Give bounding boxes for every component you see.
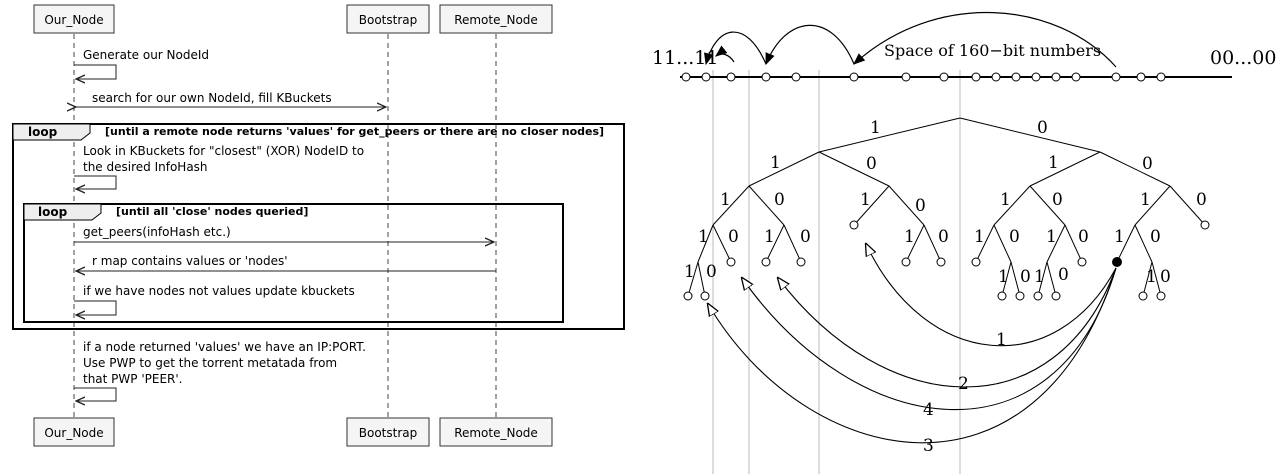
query-arrows [708, 244, 1117, 444]
svg-text:0: 0 [938, 227, 949, 247]
left-end-label: 11...11 [652, 47, 718, 69]
self-arrow-pwp [74, 387, 117, 401]
svg-text:1: 1 [974, 227, 985, 247]
space-title: Space of 160−bit numbers [884, 41, 1101, 60]
svg-text:0: 0 [728, 227, 739, 247]
svg-text:Our_Node: Our_Node [44, 426, 103, 440]
top-hop-arcs [704, 12, 1117, 68]
svg-text:0: 0 [1058, 265, 1069, 285]
guide-lines [712, 70, 961, 474]
svg-text:1: 1 [1146, 267, 1157, 287]
svg-text:loop: loop [28, 125, 58, 139]
svg-text:1: 1 [684, 262, 695, 282]
msg-r-map: r map contains values or 'nodes' [92, 254, 288, 268]
svg-text:Remote_Node: Remote_Node [454, 13, 538, 27]
svg-text:0: 0 [866, 154, 877, 174]
right-end-label: 00...00 [1210, 47, 1276, 69]
leaf-nodes [683, 220, 1210, 301]
svg-text:Bootstrap: Bootstrap [359, 426, 417, 440]
svg-text:1: 1 [870, 118, 881, 138]
self-arrow-generate [74, 64, 117, 79]
our-node-marker [1112, 257, 1122, 267]
svg-text:1: 1 [1048, 153, 1059, 173]
participant-remote-node-bottom: Remote_Node [439, 417, 553, 447]
svg-text:0: 0 [1196, 190, 1207, 210]
number-line-points [681, 72, 1166, 82]
outer-loop-frame: loop [until a remote node returns 'value… [12, 123, 625, 330]
msg-generate-nodeid: Generate our NodeId [83, 48, 209, 62]
query-arrow-3 [708, 267, 1117, 444]
query-arrow-4 [742, 267, 1117, 411]
svg-text:0: 0 [1142, 154, 1153, 174]
participant-bootstrap-top: Bootstrap [346, 4, 430, 34]
participant-remote-node-top: Remote_Node [439, 4, 553, 34]
svg-text:0: 0 [1037, 118, 1048, 138]
svg-text:Bootstrap: Bootstrap [359, 13, 417, 27]
svg-text:0: 0 [1160, 267, 1171, 287]
svg-text:1: 1 [1114, 227, 1125, 247]
svg-text:0: 0 [774, 190, 785, 210]
participant-our-node-top: Our_Node [33, 4, 115, 34]
svg-text:1: 1 [1046, 227, 1057, 247]
svg-text:0: 0 [1052, 190, 1063, 210]
svg-text:0: 0 [1078, 227, 1089, 247]
msg-get-peers: get_peers(infoHash etc.) [83, 225, 231, 239]
svg-text:1: 1 [998, 267, 1009, 287]
msg-search-own-nodeid: search for our own NodeId, fill KBuckets [92, 91, 332, 105]
inner-loop-condition: [until all 'close' nodes queried] [116, 205, 308, 218]
msg-node-returned-3: that PWP 'PEER'. [83, 372, 183, 386]
sequence-diagram: Our_Node Bootstrap Remote_Node Our_Node … [12, 4, 625, 447]
svg-text:0: 0 [706, 262, 717, 282]
svg-text:1: 1 [1034, 267, 1045, 287]
query-label-2: 2 [958, 374, 969, 394]
query-label-3: 3 [923, 436, 934, 456]
svg-text:0: 0 [1009, 227, 1020, 247]
query-label-4: 4 [923, 400, 934, 420]
svg-text:0: 0 [800, 227, 811, 247]
query-arrow-1 [866, 244, 1117, 347]
msg-update-kbuckets: if we have nodes not values update kbuck… [83, 284, 355, 298]
msg-look-in-kbuckets-2: the desired InfoHash [83, 160, 208, 174]
svg-text:1: 1 [1000, 190, 1011, 210]
participant-our-node-bottom: Our_Node [33, 417, 115, 447]
query-label-1: 1 [996, 330, 1007, 350]
svg-text:1: 1 [764, 227, 775, 247]
svg-text:1: 1 [904, 227, 915, 247]
bit-labels: 1 0 1 0 1 0 1 0 1 0 1 0 1 0 1 0 1 0 1 0 … [684, 118, 1207, 287]
self-arrow-update [74, 300, 117, 315]
svg-text:0: 0 [1150, 227, 1161, 247]
msg-node-returned-2: Use PWP to get the torrent metatada from [83, 356, 337, 370]
outer-loop-condition: [until a remote node returns 'values' fo… [105, 125, 604, 138]
svg-text:1: 1 [720, 190, 731, 210]
tree-edges [687, 117, 1206, 297]
svg-text:1: 1 [698, 227, 709, 247]
svg-text:0: 0 [1020, 267, 1031, 287]
participant-bootstrap-bottom: Bootstrap [346, 417, 430, 447]
msg-look-in-kbuckets-1: Look in KBuckets for "closest" (XOR) Nod… [83, 144, 364, 158]
msg-node-returned-1: if a node returned 'values' we have an I… [83, 340, 366, 354]
svg-text:Our_Node: Our_Node [44, 13, 103, 27]
inner-loop-frame: loop [until all 'close' nodes queried] [23, 203, 564, 323]
svg-text:1: 1 [770, 153, 781, 173]
svg-text:Remote_Node: Remote_Node [454, 426, 538, 440]
svg-text:1: 1 [860, 190, 871, 210]
svg-text:0: 0 [915, 196, 926, 216]
kademlia-tree-diagram: 11...11 00...00 Space of 160−bit numbers [652, 12, 1276, 474]
query-arrow-2 [778, 267, 1117, 388]
self-arrow-kbuckets [74, 175, 117, 189]
svg-text:1: 1 [1140, 190, 1151, 210]
svg-text:loop: loop [38, 205, 68, 219]
